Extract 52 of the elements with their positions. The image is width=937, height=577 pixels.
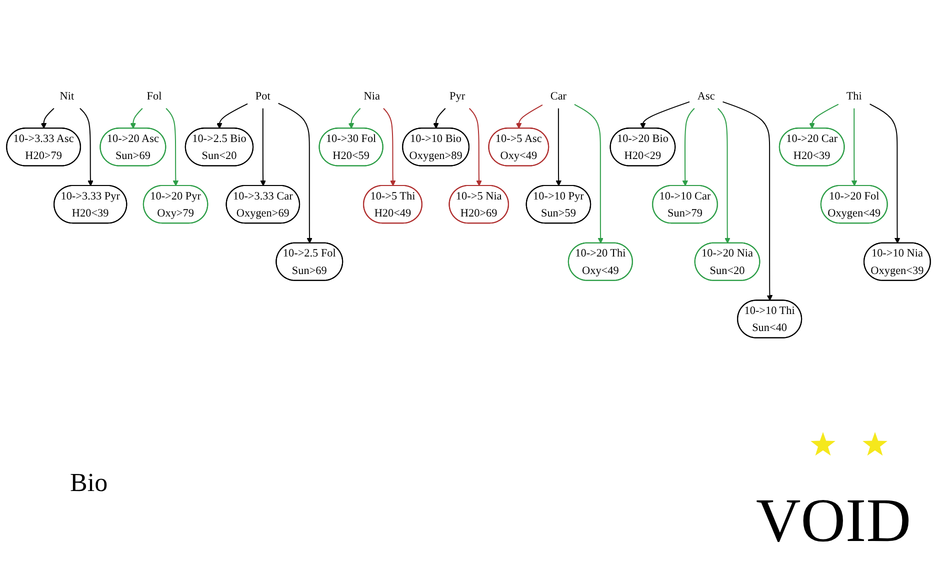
oval-node: 10->20 Car H20<39 [778, 128, 845, 167]
arrow [468, 108, 482, 186]
arrow [348, 108, 361, 129]
oval-node: 10->20 Pyr Oxy>79 [142, 185, 208, 224]
arrow [40, 108, 54, 129]
arrow [382, 108, 396, 186]
oval-node: 10->20 Thi Oxy<49 [568, 242, 633, 282]
source-label: Thi [846, 90, 862, 102]
source-label: Nit [60, 90, 74, 102]
source-label: Pyr [450, 90, 466, 102]
arrow [130, 108, 143, 129]
source-label: Car [550, 90, 567, 102]
arrow [851, 108, 858, 186]
oval-node: 10->2.5 Bio Sun<20 [184, 128, 254, 167]
oval-node: 10->20 Nia Sun<20 [694, 242, 760, 282]
oval-node: 10->10 Bio Oxygen>89 [402, 128, 470, 167]
arrow [278, 103, 312, 244]
arrow [809, 104, 839, 129]
arrow [869, 104, 900, 244]
oval-node: 10->10 Thi Sun<40 [737, 300, 802, 339]
oval-node: 10->20 Bio H20<29 [610, 128, 676, 167]
oval-node: 10->2.5 Fol Sun>69 [276, 242, 344, 282]
oval-node: 10->20 Fol Oxygen<49 [820, 185, 888, 224]
oval-node: 10->10 Pyr Sun>59 [526, 185, 592, 224]
source-label: Fol [146, 90, 162, 102]
oval-node: 10->30 Fol H20<59 [318, 128, 384, 167]
oval-node: 10->3.33 Car Oxygen>69 [226, 185, 300, 224]
stamp-text: VOID [756, 490, 911, 552]
arrow [260, 108, 266, 186]
source-label: Nia [364, 90, 380, 102]
oval-node: 10->5 Thi H20<49 [363, 185, 422, 224]
arrow [717, 108, 730, 244]
arrow [640, 102, 690, 129]
oval-node: 10->3.33 Asc H20>79 [6, 128, 81, 167]
arrow [516, 104, 543, 129]
arrow [722, 102, 773, 302]
source-label: Pot [255, 90, 270, 102]
oval-node: 10->5 Asc Oxy<49 [488, 128, 550, 167]
source-label: Asc [697, 90, 715, 102]
oval-node: 10->3.33 Pyr H20<39 [54, 185, 128, 224]
oval-node: 10->10 Nia Oxygen<39 [863, 242, 931, 282]
oval-node: 10->10 Car Sun>79 [652, 185, 718, 224]
arrow [556, 108, 562, 186]
oval-node: 10->20 Asc Sun>69 [100, 128, 166, 167]
arrow [433, 108, 446, 129]
arrow [79, 108, 94, 186]
oval-node: 10->5 Nia H20>69 [448, 185, 509, 224]
arrow [216, 104, 248, 129]
arrow [682, 108, 695, 186]
arrow [166, 108, 179, 186]
arrow [574, 104, 604, 244]
text-label: Bio [70, 470, 108, 496]
